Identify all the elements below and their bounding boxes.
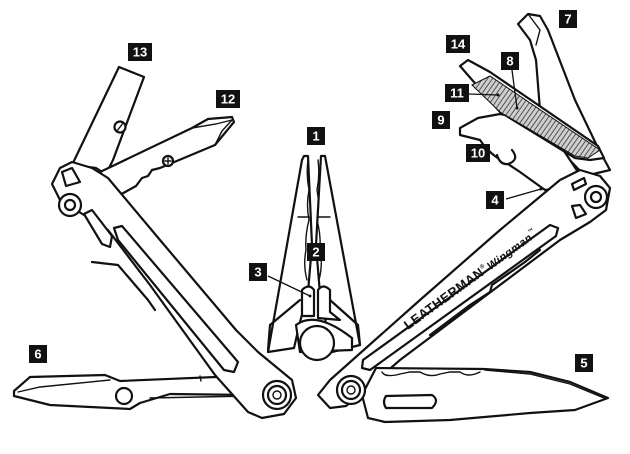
callout-8: 8 — [501, 52, 519, 70]
leader-lines — [267, 69, 543, 298]
callout-10: 10 — [466, 144, 490, 162]
svg-text:9: 9 — [437, 113, 444, 128]
svg-text:10: 10 — [471, 146, 485, 161]
svg-text:11: 11 — [450, 86, 464, 101]
callout-14: 14 — [446, 35, 470, 53]
package-opener — [516, 12, 612, 178]
phillips-screwdriver — [98, 115, 236, 198]
callout-4: 4 — [486, 191, 504, 209]
svg-text:12: 12 — [221, 92, 235, 107]
svg-text:3: 3 — [254, 265, 261, 280]
callout-7: 7 — [559, 10, 577, 28]
callout-1: 1 — [307, 127, 325, 145]
callout-12: 12 — [216, 90, 240, 108]
svg-text:6: 6 — [34, 347, 41, 362]
left-handle — [50, 160, 298, 420]
callout-13: 13 — [128, 43, 152, 61]
svg-text:14: 14 — [451, 37, 466, 52]
svg-text:7: 7 — [564, 12, 571, 27]
svg-text:13: 13 — [133, 45, 147, 60]
callout-5: 5 — [575, 354, 593, 372]
brand-logo: LEATHERMAN®Wingman™ — [401, 225, 540, 332]
callout-3: 3 — [249, 263, 267, 281]
callout-11: 11 — [445, 84, 469, 102]
scissors — [12, 371, 260, 411]
file-ruler-blade — [458, 58, 606, 162]
medium-screwdriver — [70, 65, 146, 175]
svg-text:5: 5 — [580, 356, 587, 371]
svg-text:2: 2 — [312, 245, 319, 260]
svg-text:4: 4 — [491, 193, 499, 208]
svg-text:8: 8 — [506, 54, 513, 69]
svg-text:1: 1 — [312, 129, 319, 144]
callout-6: 6 — [29, 345, 47, 363]
callout-2: 2 — [307, 243, 325, 261]
callout-9: 9 — [432, 111, 450, 129]
combo-knife — [335, 366, 610, 424]
